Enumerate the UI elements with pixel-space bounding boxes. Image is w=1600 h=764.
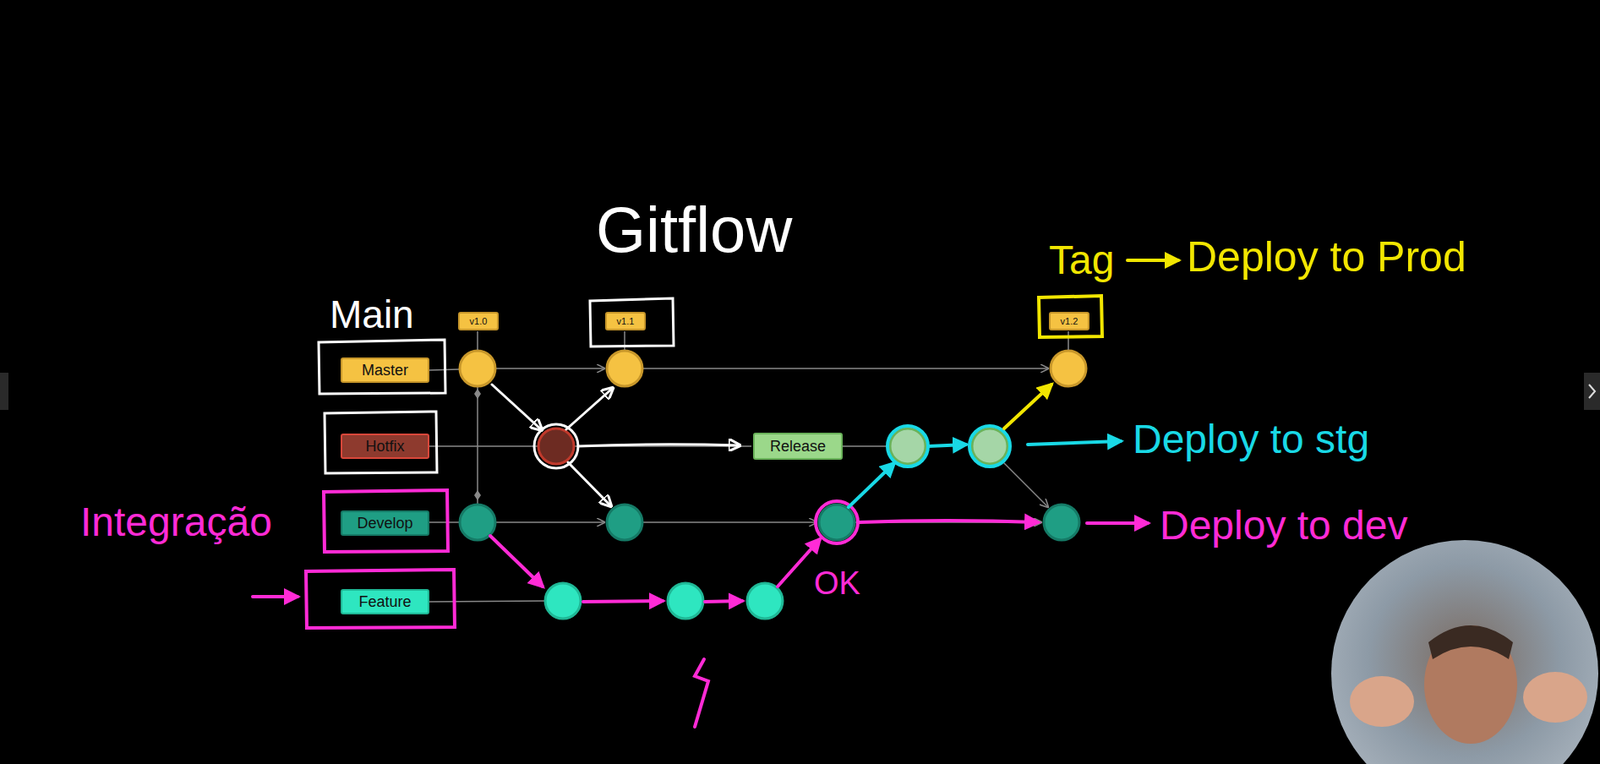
branch-box: Hotfix bbox=[340, 433, 430, 459]
commit-circles bbox=[459, 350, 1087, 619]
branch-box: Feature bbox=[340, 589, 430, 615]
handwritten-note: Deploy to dev bbox=[1159, 505, 1409, 547]
branch-box: Develop bbox=[340, 510, 430, 536]
version-tag: v1.2 bbox=[1048, 311, 1090, 331]
webcam-overlay bbox=[1331, 540, 1599, 764]
version-tag: v1.0 bbox=[458, 311, 499, 331]
branch-name: Hotfix bbox=[365, 437, 405, 456]
branch-box: Release bbox=[753, 432, 843, 460]
handwritten-note: Integração bbox=[80, 502, 273, 543]
cyan-annotations bbox=[848, 425, 1121, 508]
handwritten-note: OK bbox=[813, 567, 861, 600]
branch-name: Release bbox=[769, 437, 826, 456]
branch-name: v1.1 bbox=[617, 316, 635, 327]
handwritten-note: Tag bbox=[1048, 240, 1114, 281]
handwritten-note: Main bbox=[329, 294, 415, 334]
diamond-marker bbox=[474, 388, 481, 501]
branch-box: Master bbox=[340, 357, 430, 383]
side-tab bbox=[1583, 372, 1600, 410]
side-tab bbox=[0, 372, 9, 410]
tag-stems bbox=[477, 331, 1069, 350]
branch-name: v1.0 bbox=[469, 316, 488, 327]
branch-name: Feature bbox=[358, 593, 411, 612]
chevron-icon bbox=[1589, 384, 1595, 399]
yellow-annotations bbox=[1004, 260, 1179, 429]
version-tag: v1.1 bbox=[605, 311, 646, 331]
branch-name: Master bbox=[361, 361, 409, 380]
branch-name: Develop bbox=[356, 514, 413, 533]
handwritten-note: Deploy to stg bbox=[1132, 419, 1370, 460]
branch-name: v1.2 bbox=[1060, 316, 1079, 327]
handwritten-note: Deploy to Prod bbox=[1186, 235, 1467, 279]
branch-lines bbox=[429, 368, 1049, 602]
diagram-title: Gitflow bbox=[595, 197, 792, 263]
pink-annotations bbox=[252, 490, 1148, 727]
